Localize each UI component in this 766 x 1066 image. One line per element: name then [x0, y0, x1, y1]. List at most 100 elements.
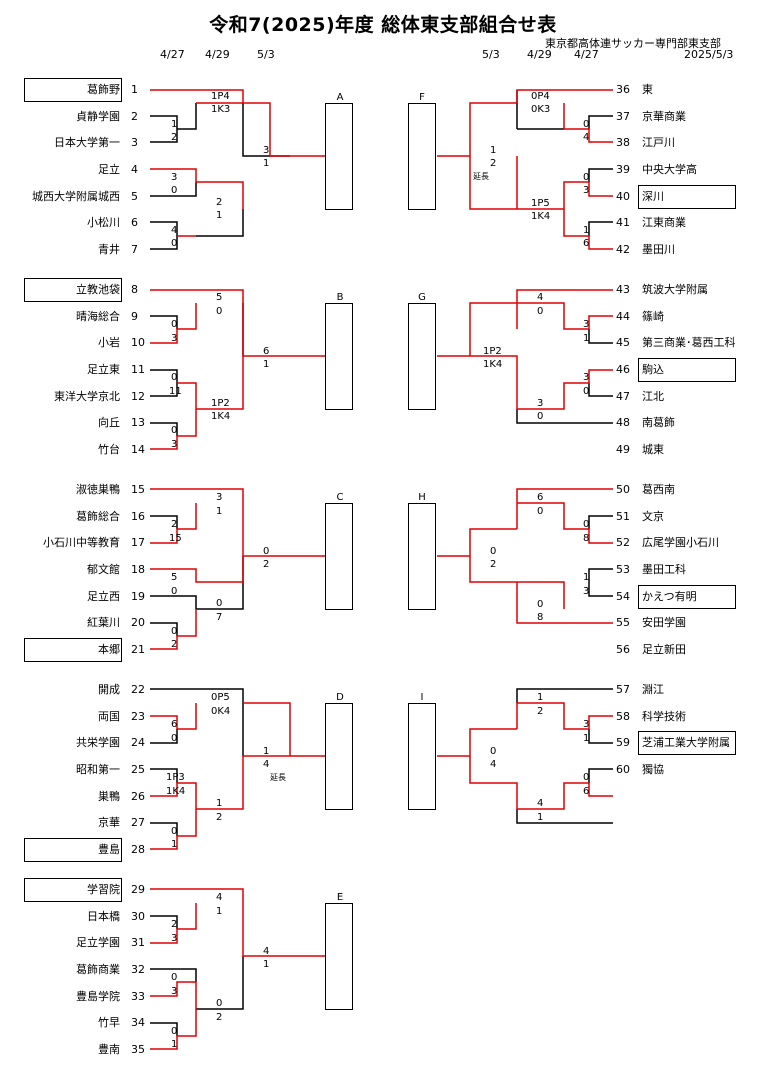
team-number-left: 15 [131, 483, 145, 496]
score-text: 0 [490, 546, 497, 557]
score-text: 6 [171, 719, 178, 730]
team-box [638, 357, 736, 382]
score-text: 0 [537, 599, 544, 610]
score-text: 延長 [473, 172, 489, 181]
team-box [24, 278, 122, 302]
score-text: 2 [263, 559, 270, 570]
score-text: 0 [171, 372, 178, 383]
score-text: 1K4 [211, 411, 231, 422]
team-number-right: 42 [616, 242, 630, 256]
score-text: 0 [583, 172, 590, 183]
score-text: 3 [171, 172, 178, 183]
team-number-right: 47 [616, 389, 630, 403]
score-text: 6 [263, 346, 270, 357]
score-text: 4 [537, 798, 544, 809]
score-text: 0 [263, 546, 270, 557]
score-text: 8 [583, 533, 590, 544]
team-number-left: 7 [131, 242, 138, 256]
team-box [638, 731, 736, 756]
score-text: 3 [537, 398, 544, 409]
team-number-right: 43 [616, 283, 630, 296]
team-number-right: 46 [616, 362, 630, 376]
score-text: 3 [583, 319, 590, 330]
team-name-right: 城東 [642, 442, 664, 456]
score-text: 5 [216, 292, 223, 303]
team-name-left: 葛飾商業 [76, 962, 120, 976]
team-number-right: 39 [616, 162, 630, 176]
team-name-left: 紅葉川 [87, 616, 120, 630]
team-name-left: 城西大学附属城西 [32, 189, 120, 203]
block-box-i [408, 703, 436, 810]
team-number-right: 40 [616, 189, 630, 203]
score-text: 3 [171, 333, 178, 344]
team-number-right: 59 [616, 736, 630, 750]
team-number-left: 3 [131, 136, 138, 150]
score-text: 0 [171, 733, 178, 744]
score-text: 0 [171, 972, 178, 983]
score-text: 7 [216, 612, 223, 623]
team-number-left: 16 [131, 509, 145, 523]
score-text: 11 [169, 386, 182, 397]
team-name-left: 昭和第一 [76, 762, 120, 776]
score-text: 4 [263, 759, 270, 770]
team-number-right: 44 [616, 309, 630, 323]
team-name-left: 足立西 [87, 589, 120, 603]
score-text: 1 [583, 333, 590, 344]
team-name-left: 青井 [98, 242, 120, 256]
score-text: 1 [263, 359, 270, 370]
team-number-left: 12 [131, 389, 145, 403]
score-text: 3 [263, 145, 270, 156]
team-number-left: 6 [131, 216, 138, 230]
team-number-right: 38 [616, 136, 630, 150]
team-name-right: 獨協 [642, 762, 664, 776]
score-text: 4 [537, 292, 544, 303]
team-number-left: 21 [131, 642, 145, 656]
team-name-left: 竹台 [98, 442, 120, 456]
block-label-i: I [420, 692, 424, 703]
team-number-right: 53 [616, 562, 630, 576]
team-number-left: 31 [131, 936, 145, 950]
team-name-left: 豊島 [98, 842, 120, 856]
team-name-left: 両国 [98, 709, 120, 723]
team-name-left: 日本橋 [87, 909, 120, 923]
team-number-left: 27 [131, 816, 145, 830]
score-text: 1P5 [531, 198, 550, 209]
score-text: 1P2 [211, 398, 230, 409]
team-name-right: 芝浦工業大学附属 [642, 736, 730, 750]
team-name-right: 葛西南 [642, 483, 675, 496]
page-title: 令和7(2025)年度 総体東支部組合せ表 [209, 14, 557, 36]
score-text: 1 [583, 572, 590, 583]
score-text: 3 [583, 372, 590, 383]
team-name-right: 淵江 [642, 683, 664, 696]
block-label-a: A [336, 92, 344, 103]
score-text: 0 [216, 598, 223, 609]
team-number-right: 41 [616, 216, 630, 230]
score-text: 1K4 [531, 211, 551, 222]
date-right-r1: 4/27 [574, 48, 599, 61]
score-text: 1 [537, 812, 544, 823]
score-text: 3 [216, 492, 223, 503]
team-number-left: 14 [131, 442, 145, 456]
team-name-left: 小松川 [87, 216, 120, 230]
score-text: 1 [583, 733, 590, 744]
score-text: 3 [583, 185, 590, 196]
team-name-left: 立教池袋 [76, 283, 120, 296]
score-text: 0 [583, 386, 590, 397]
date-right-r3: 5/3 [482, 48, 500, 61]
score-text: 6 [583, 238, 590, 249]
team-name-left: 豊島学院 [76, 989, 120, 1003]
team-number-left: 30 [131, 909, 145, 923]
team-number-right: 60 [616, 762, 630, 776]
team-number-left: 22 [131, 683, 145, 696]
team-name-left: 葛飾総合 [76, 509, 120, 523]
team-box [24, 637, 122, 662]
score-text: 2 [216, 197, 223, 208]
score-text: 1 [171, 119, 178, 130]
team-name-left: 豊南 [98, 1042, 120, 1056]
team-name-right: 足立新田 [642, 642, 686, 656]
score-text: 2 [490, 158, 497, 169]
score-text: 0 [583, 772, 590, 783]
team-box [24, 837, 122, 862]
score-text: 3 [171, 933, 178, 944]
team-name-left: 小石川中等教育 [43, 536, 120, 550]
